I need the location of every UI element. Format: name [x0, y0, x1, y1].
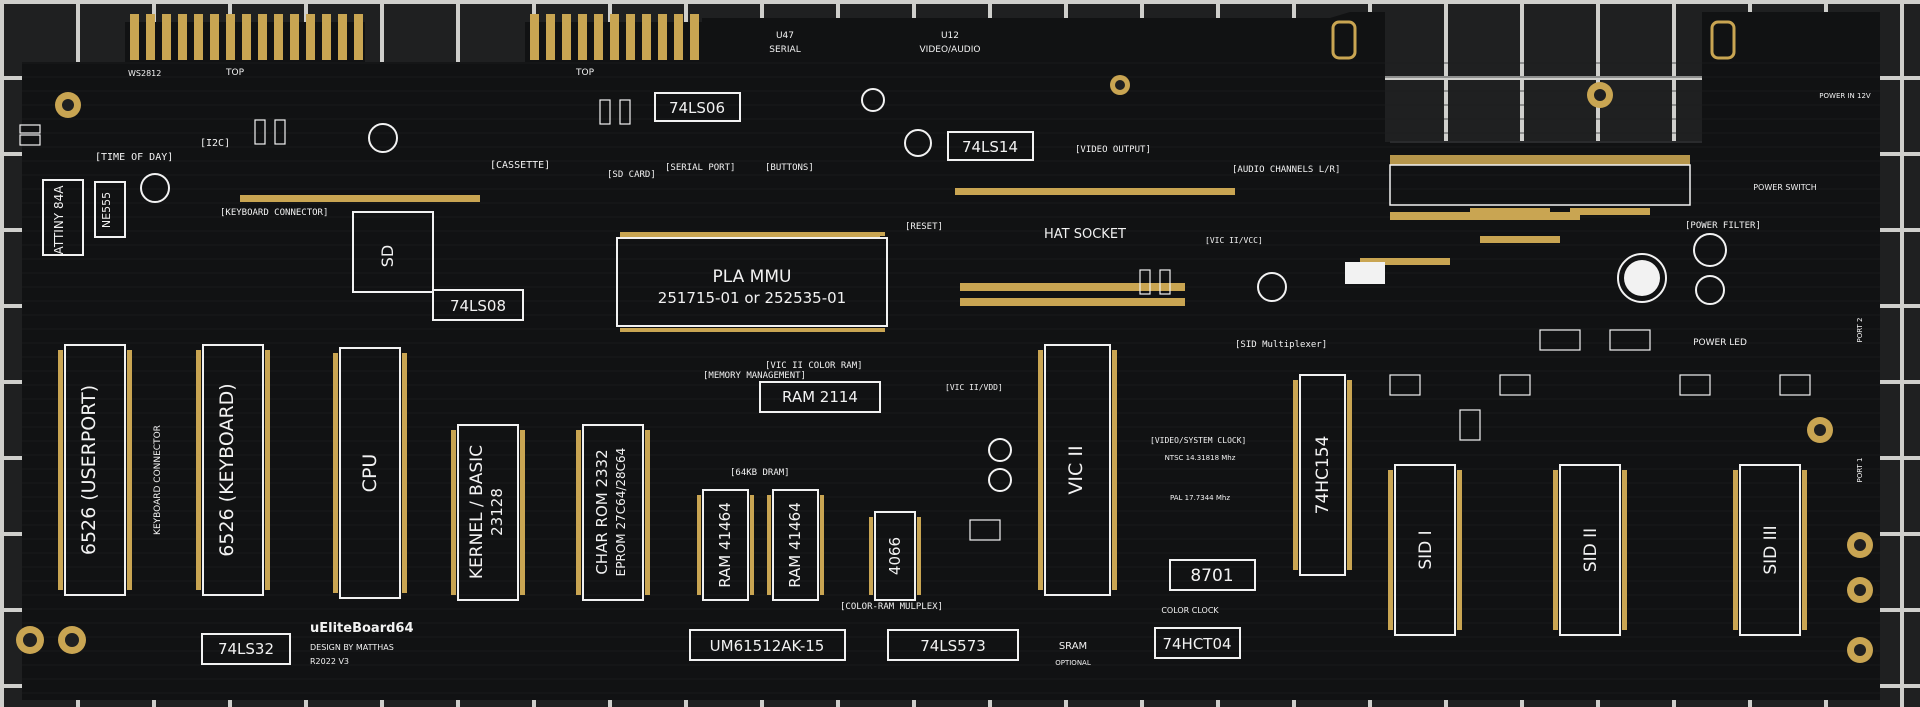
label-power-led: POWER LED [1693, 338, 1747, 348]
label-u12: U12 [941, 31, 959, 41]
chip-label-cia2: 6526 (KEYBOARD) [216, 383, 238, 556]
section-vic-color-ram: [VIC II COLOR RAM] [765, 361, 863, 371]
section-dram: [64KB DRAM] [730, 468, 790, 478]
section-power-filter: [POWER FILTER] [1685, 221, 1761, 231]
chip-label-sram: UM61512AK-15 [710, 637, 825, 655]
chip-label-ram2114: RAM 2114 [782, 388, 858, 406]
section-keyboard-connector: [KEYBOARD CONNECTOR] [220, 208, 328, 218]
capacitors [140, 88, 1727, 492]
section-buttons: [BUTTONS] [765, 163, 814, 173]
label-video-audio: VIDEO/AUDIO [920, 45, 981, 55]
label-sram-arrow: SRAM [1059, 641, 1087, 652]
chip-label-sd: SD [378, 245, 397, 267]
label-ntsc: NTSC 14.31818 Mhz [1165, 454, 1236, 462]
section-vic-vdd: [VIC II/VDD] [945, 383, 1003, 392]
edge-connector-right [530, 14, 699, 60]
chip-sub-charrom: EPROM 27C64/28C64 [614, 448, 628, 577]
section-time-of-day: [TIME OF DAY] [95, 152, 173, 163]
chip-label-cpu: CPU [359, 454, 381, 493]
chip-sub-kernal: 23128 [488, 488, 506, 536]
section-video-clock: [VIDEO/SYSTEM CLOCK] [1150, 436, 1246, 445]
expansion-port-outline [1389, 164, 1691, 206]
section-cassette: [CASSETTE] [490, 160, 550, 171]
section-memory-management: [MEMORY MANAGEMENT] [703, 371, 806, 381]
chip-label-74ls573: 74LS573 [920, 637, 986, 655]
chip-label-sid3: SID III [1761, 525, 1781, 574]
label-power-in: POWER IN 12V [1819, 92, 1871, 100]
chip-label-4066: 4066 [886, 537, 904, 575]
board-revision: R2022 V3 [310, 657, 349, 666]
chip-label-8701: 8701 [1190, 566, 1233, 586]
section-video-output: [VIDEO OUTPUT] [1075, 145, 1151, 155]
label-u47: U47 [776, 31, 794, 41]
section-audio-channels: [AUDIO CHANNELS L/R] [1232, 165, 1340, 175]
label-ws2812: WS2812 [128, 69, 161, 78]
board-designer: DESIGN BY MATTHAS [310, 643, 394, 652]
chip-label-sid1: SID I [1416, 530, 1436, 569]
pcb-texture [22, 62, 1880, 700]
chip-label-cia1: 6526 (USERPORT) [78, 385, 100, 555]
chip-pads [58, 232, 1807, 630]
silkscreen-labels: 6526 (USERPORT) 6526 (KEYBOARD) CPU KERN… [52, 31, 1871, 667]
label-keyboard-connector-vert: KEYBOARD CONNECTOR [153, 425, 163, 535]
section-sd-card: [SD CARD] [607, 170, 656, 180]
chip-label-74ls06: 74LS06 [669, 99, 725, 117]
chip-label-pla: PLA MMU [713, 267, 792, 287]
chip-label-kernal: KERNEL / BASIC [467, 445, 487, 579]
chip-label-sid2: SID II [1581, 528, 1601, 572]
label-serial: SERIAL [769, 45, 800, 55]
section-i2c: [I2C] [200, 138, 230, 149]
mounting-holes [16, 75, 1873, 663]
chip-label-ram1: RAM 41464 [716, 502, 734, 588]
edge-label-top-right: TOP [575, 68, 595, 78]
chip-label-charrom: CHAR ROM 2332 [593, 449, 611, 574]
chip-label-vic: VIC II [1065, 445, 1087, 494]
label-pal: PAL 17.7344 Mhz [1170, 494, 1230, 502]
chip-label-74ls14: 74LS14 [962, 138, 1018, 156]
label-color-clock: COLOR CLOCK [1161, 606, 1219, 615]
passive-components [19, 99, 1811, 541]
chip-label-ram2: RAM 41464 [786, 502, 804, 588]
section-hat-socket: HAT SOCKET [1044, 227, 1126, 242]
chip-label-74hc154: 74HC154 [1313, 436, 1333, 515]
chip-label-attiny: ATTINY 84A [52, 185, 66, 255]
section-sid-mux: [SID Multiplexer] [1235, 340, 1327, 350]
edge-label-top-left: TOP [225, 68, 245, 78]
chip-label-74ls32: 74LS32 [218, 640, 274, 658]
label-port1: PORT 1 [1856, 457, 1864, 482]
chip-label-ne555: NE555 [100, 192, 113, 228]
chip-label-74ls08: 74LS08 [450, 297, 506, 315]
board-name: uEliteBoard64 [310, 621, 414, 636]
section-reset: [RESET] [905, 222, 943, 232]
section-serial-port: [SERIAL PORT] [665, 163, 735, 173]
label-port2: PORT 2 [1856, 317, 1864, 342]
chip-sub-pla: 251715-01 or 252535-01 [658, 289, 846, 307]
chip-outlines [42, 92, 1801, 665]
chip-label-74hct04: 74HCT04 [1162, 635, 1231, 653]
edge-connector-left [130, 14, 363, 60]
section-color-ram-mux: [COLOR-RAM MULPLEX] [840, 602, 943, 612]
label-optional: OPTIONAL [1055, 659, 1091, 667]
section-vic-vcc: [VIC II/VCC] [1205, 236, 1263, 245]
label-power-switch: POWER SWITCH [1753, 183, 1817, 192]
